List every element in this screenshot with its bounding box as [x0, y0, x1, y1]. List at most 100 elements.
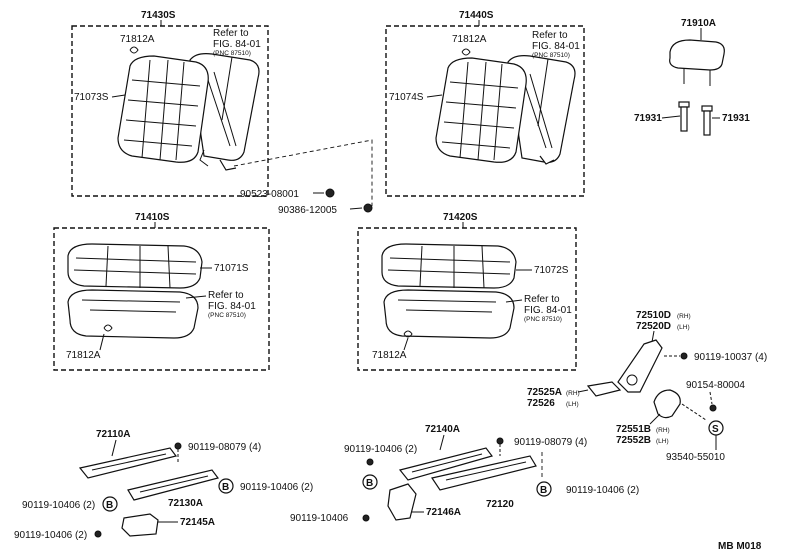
- cushion-rh-box: [53, 227, 270, 371]
- adjuster-right-b-marker-right-circle: [536, 481, 552, 497]
- seatback-lh-group: 71440S 71812A 71074S Refer to FIG. 84-01…: [385, 10, 585, 197]
- cushion-lh-clip: 71812A: [372, 350, 407, 361]
- adjuster-right-b-marker-right: B: [540, 485, 547, 496]
- cushion-lh-refer-3: (PNC 87510): [524, 316, 562, 323]
- svg-text:(LH): (LH): [677, 324, 690, 331]
- adjuster-left-b-marker-right: B: [222, 482, 229, 493]
- cushion-lh-cover-part: [381, 243, 517, 289]
- recliner-main-rh: 72510D: [636, 310, 671, 321]
- recliner-knob-part: [653, 389, 681, 419]
- headrest-support-right-part: [701, 105, 713, 112]
- adjuster-left-bracket-part: [121, 513, 159, 537]
- adjuster-left-rail-b: 72130A: [168, 498, 203, 509]
- recliner-washer-part: [709, 404, 717, 412]
- adjuster-left-bolt-bottom-part: [94, 530, 102, 538]
- adjuster-left-bolt-bottom: 90119-10406 (2): [14, 530, 87, 541]
- recliner-cover-lh: 72526: [527, 398, 555, 409]
- seatback-lh-clip-part: [461, 48, 471, 56]
- center-nut-part: [325, 188, 335, 198]
- svg-text:(RH): (RH): [677, 313, 691, 320]
- seatback-rh-clip-part: [129, 46, 139, 54]
- recliner-knob-rh: 72551B: [616, 424, 651, 435]
- adjuster-left-bolt-top-part: [174, 442, 182, 450]
- adjuster-right-bolt-right: 90119-10406 (2): [566, 485, 639, 496]
- footer-code: MB M018: [718, 541, 762, 552]
- seatback-rh-bracket: [219, 159, 237, 171]
- cushion-lh-refer-2: FIG. 84-01: [524, 305, 572, 316]
- adjuster-right-group: 72140A 90119-10406 (2) 90119-08079 (4) B…: [290, 424, 639, 524]
- adjuster-right-bolt-top-right: 90119-08079 (4): [514, 437, 587, 448]
- adjuster-left-b-marker-left-circle: [102, 496, 118, 512]
- svg-text:(LH): (LH): [566, 401, 579, 408]
- headrest-support-left: 71931: [634, 113, 662, 124]
- headrest-id: 71910A: [681, 18, 716, 29]
- adjuster-left-group: 72110A 90119-08079 (4) B 90119-10406 (2)…: [14, 429, 313, 541]
- center-bolt: 90386-12005: [278, 205, 337, 216]
- adjuster-left-b-marker-left: B: [106, 500, 113, 511]
- recliner-s-marker: S: [712, 424, 719, 435]
- adjuster-right-rail-b-part: [431, 455, 537, 491]
- recliner-washer: 90154-80004: [686, 380, 745, 391]
- cushion-lh-cover: 71072S: [534, 265, 569, 276]
- svg-text:(RH): (RH): [566, 390, 580, 397]
- seatback-lh-refer-1: Refer to: [532, 30, 568, 41]
- cushion-lh-refer-1: Refer to: [524, 294, 560, 305]
- adjuster-left-rail-a: 72110A: [96, 429, 130, 440]
- adjuster-right-rail-b: 72120: [486, 499, 514, 510]
- recliner-main-lh: 72520D: [636, 321, 671, 332]
- seatback-lh-box: [385, 25, 585, 197]
- adjuster-right-b-marker-left-circle: [362, 474, 378, 490]
- cushion-rh-frame-part: [67, 289, 199, 339]
- seatback-lh-refer-2: FIG. 84-01: [532, 41, 580, 52]
- adjuster-right-bolt-top-left-part: [366, 458, 374, 466]
- adjuster-left-bolt-left: 90119-10406 (2): [22, 500, 95, 511]
- cushion-rh-cover: 71071S: [214, 263, 249, 274]
- recliner-main-part: [617, 339, 663, 393]
- seatback-rh-refer-2: FIG. 84-01: [213, 39, 261, 50]
- seatback-rh-group: 71430S 71812A 71073S Refer to FIG. 84-01…: [71, 10, 269, 197]
- recliner-cover-rh: 72525A: [527, 387, 562, 398]
- svg-text:(RH): (RH): [656, 427, 670, 434]
- seatback-rh-refer-1: Refer to: [213, 28, 249, 39]
- seatback-rh-id: 71430S: [141, 10, 176, 21]
- adjuster-left-b-marker-right-circle: [218, 478, 234, 494]
- adjuster-right-bolt-bottom: 90119-10406: [290, 513, 349, 524]
- adjuster-right-bolt-top-left: 90119-10406 (2): [344, 444, 417, 455]
- headrest-part: [669, 39, 725, 71]
- adjuster-left-rail-b-part: [127, 469, 220, 501]
- recliner-knob-lh: 72552B: [616, 435, 651, 446]
- svg-text:(LH): (LH): [656, 438, 669, 445]
- recliner-part-s: 93540-55010: [666, 452, 725, 463]
- cushion-rh-refer-1: Refer to: [208, 290, 244, 301]
- seatback-rh-pad: [117, 55, 209, 163]
- center-bolt-part: [363, 203, 373, 213]
- adjuster-right-bracket-part: [387, 483, 417, 521]
- seatback-rh-clip: 71812A: [120, 34, 155, 45]
- recliner-screw-part: [680, 352, 688, 360]
- adjuster-right-rail-a-part: [398, 447, 494, 481]
- adjuster-right-bolt-bottom-part: [362, 514, 370, 522]
- cushion-lh-id: 71420S: [443, 212, 478, 223]
- adjuster-right-b-marker-left: B: [366, 478, 373, 489]
- seatback-lh-clip: 71812A: [452, 34, 487, 45]
- cushion-rh-cover-part: [67, 243, 203, 289]
- adjuster-left-bolt-right: 90119-10406 (2): [240, 482, 313, 493]
- seatback-lh-refer-3: (PNC 87510): [532, 52, 570, 59]
- cushion-rh-refer-3: (PNC 87510): [208, 312, 246, 319]
- adjuster-right-bolt-top-right-part: [496, 437, 504, 445]
- seatback-lh-cover: 71074S: [389, 92, 424, 103]
- cushion-rh-clip: 71812A: [66, 350, 101, 361]
- adjuster-right-bracket: 72146A: [426, 507, 461, 518]
- cushion-rh-refer-2: FIG. 84-01: [208, 301, 256, 312]
- cushion-lh-box: [357, 227, 577, 371]
- cushion-rh-group: 71410S 71071S Refer to FIG. 84-01 (PNC 8…: [53, 212, 270, 371]
- headrest-group: 71910A 71931 71931: [634, 18, 750, 136]
- recliner-screw: 90119-10037 (4): [694, 352, 767, 363]
- cushion-lh-group: 71420S 71072S Refer to FIG. 84-01 (PNC 8…: [357, 212, 577, 371]
- seatback-lh-bracket: [539, 155, 555, 165]
- center-fasteners: 90523-08001 90386-12005: [233, 139, 373, 216]
- headrest-support-right: 71931: [722, 113, 750, 124]
- recliner-cover-part: [586, 381, 622, 397]
